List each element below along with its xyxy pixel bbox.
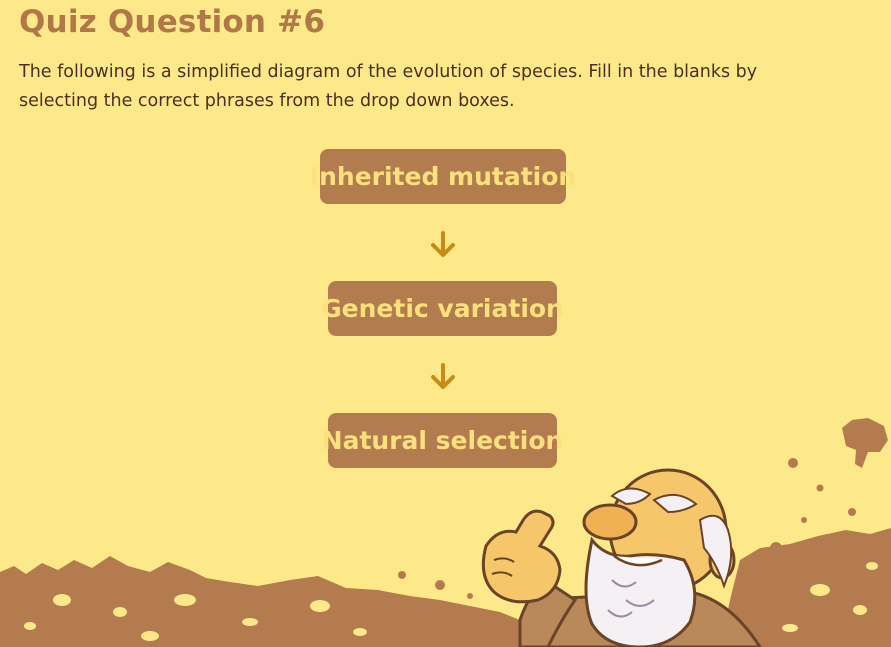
darwin-cartoon-icon xyxy=(481,468,762,647)
flow-step-inherited-mutation[interactable]: Inherited mutation xyxy=(310,149,576,204)
flow-step-natural-selection[interactable]: Natural selection xyxy=(322,413,563,468)
dirt-spots xyxy=(24,562,878,641)
quiz-description: The following is a simplified diagram of… xyxy=(19,62,758,111)
quiz-title: Quiz Question #6 xyxy=(19,4,326,40)
arrow-down-icon xyxy=(431,231,455,257)
flow-step-genetic-variation[interactable]: Genetic variation xyxy=(321,281,564,336)
arrow-down-icon xyxy=(431,363,455,389)
